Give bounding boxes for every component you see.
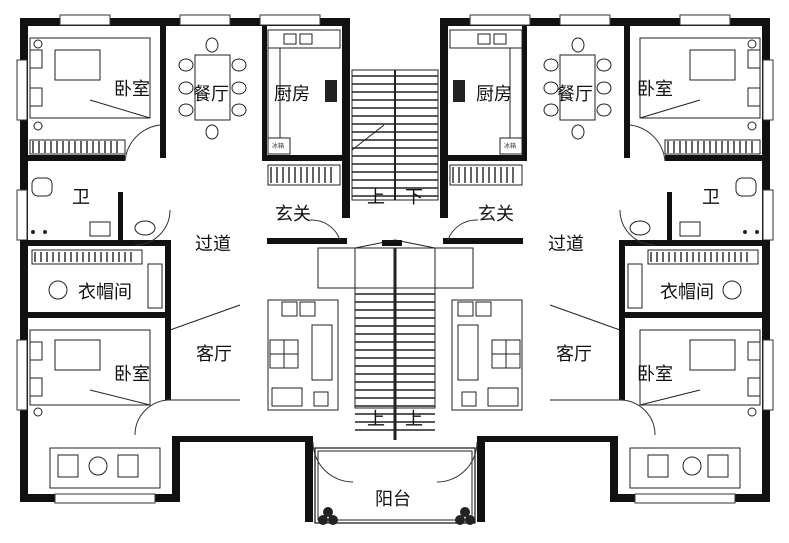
wardrobe-top-left — [29, 139, 126, 155]
label-stair-down-top: 下 — [405, 187, 423, 208]
label-dining-left: 餐厅 — [193, 84, 229, 105]
label-stair-up-top: 上 — [367, 187, 385, 208]
bed-top-left — [29, 37, 151, 131]
living-left-furniture — [267, 299, 339, 411]
label-living-left: 客厅 — [196, 344, 232, 365]
label-corridor-right: 过道 — [548, 234, 584, 255]
label-foyer-right: 玄关 — [478, 204, 514, 225]
label-kitchen-left: 厨房 — [274, 84, 310, 105]
bath-right-fixtures — [629, 177, 759, 237]
kitchen-counter-right — [449, 29, 523, 155]
label-bedroom-top-left: 卧室 — [114, 79, 150, 100]
balcony — [314, 447, 476, 525]
kitchen-wardrobe-left — [267, 164, 341, 186]
planter-right — [455, 507, 475, 525]
label-stair-up-bottom-right: 上 — [405, 409, 423, 430]
label-cloak-left: 衣帽间 — [78, 282, 132, 303]
kitchen-wardrobe-right — [449, 164, 523, 186]
label-bedroom-bottom-right: 卧室 — [637, 364, 673, 385]
wardrobe-top-right — [664, 139, 761, 155]
kitchen-counter-left — [267, 29, 341, 155]
label-bath-left: 卫 — [72, 187, 90, 208]
bed-top-right — [639, 37, 761, 131]
label-bedroom-bottom-left: 卧室 — [114, 364, 150, 385]
stairs-bottom — [317, 239, 474, 440]
bath-left-fixtures — [31, 177, 156, 237]
internal-walls-right — [440, 18, 770, 522]
internal-walls-left — [20, 18, 350, 522]
bed-bottom-left — [29, 329, 161, 489]
label-bedroom-top-right: 卧室 — [637, 79, 673, 100]
dining-table-right — [543, 37, 612, 140]
label-fridge-left: 冰箱 — [272, 142, 284, 150]
bed-bottom-right — [629, 329, 761, 489]
living-right-furniture — [451, 299, 523, 411]
label-dining-right: 餐厅 — [557, 84, 593, 105]
stairs-top — [351, 69, 439, 201]
label-fridge-right: 冰箱 — [504, 142, 516, 150]
dining-table-left — [178, 37, 247, 140]
label-cloak-right: 衣帽间 — [660, 282, 714, 303]
label-corridor-left: 过道 — [195, 234, 231, 255]
label-balcony: 阳台 — [375, 489, 411, 510]
outer-walls — [16, 14, 774, 504]
label-kitchen-right: 厨房 — [476, 84, 512, 105]
cloak-right-fixtures — [627, 249, 759, 309]
label-foyer-left: 玄关 — [275, 204, 311, 225]
label-bath-right: 卫 — [702, 187, 720, 208]
label-living-right: 客厅 — [556, 344, 592, 365]
planter-left — [318, 507, 338, 525]
label-stair-up-bottom-left: 上 — [367, 409, 385, 430]
cloak-left-fixtures — [31, 249, 163, 309]
doors — [124, 124, 666, 483]
